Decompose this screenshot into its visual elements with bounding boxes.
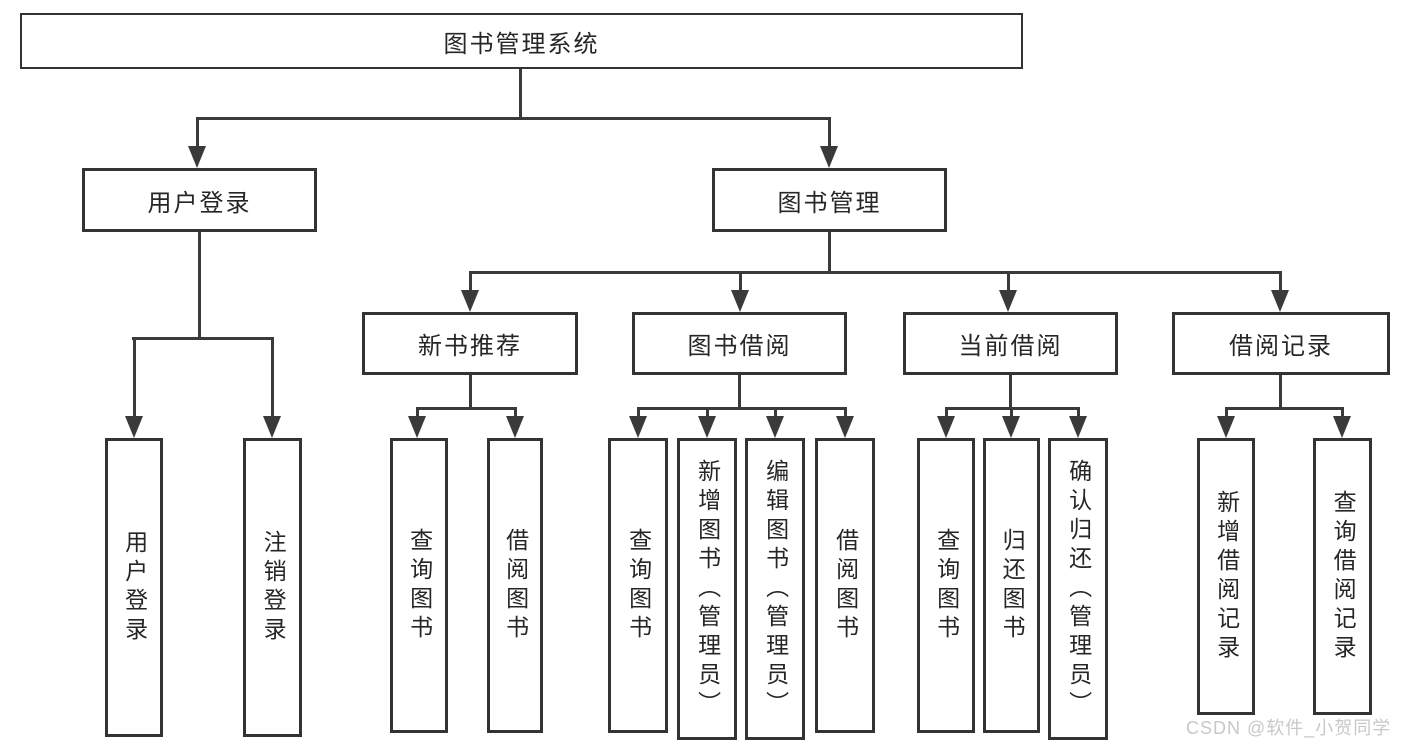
arrowhead-down-icon (1069, 416, 1087, 438)
leaf-label: 新增图书（管理员） (694, 458, 721, 720)
connector-hline (1225, 407, 1343, 410)
watermark: CSDN @软件_小贺同学 (1186, 718, 1392, 738)
connector-stem (1077, 407, 1080, 420)
connector-stem (196, 117, 199, 149)
connector-stem (637, 407, 640, 420)
arrowhead-down-icon (125, 416, 143, 438)
connector-stem (133, 337, 136, 417)
leaf-edit-books-admin: 编辑图书（管理员） (745, 438, 805, 740)
leaf-label: 查询图书 (406, 527, 433, 644)
connector-level1-hline (196, 117, 831, 120)
arrowhead-down-icon (629, 416, 647, 438)
connector-stem (1009, 374, 1012, 409)
arrowhead-down-icon (188, 146, 206, 168)
leaf-label: 查询借阅记录 (1330, 489, 1357, 664)
connector-stem (271, 337, 274, 417)
leaf-label: 注销登录 (260, 529, 287, 646)
leaf-query-books-recommend: 查询图书 (390, 438, 448, 733)
arrowhead-down-icon (836, 416, 854, 438)
connector-stem (1225, 407, 1228, 420)
node-label: 借阅记录 (1229, 333, 1333, 360)
node-book-management: 图书管理 (712, 168, 947, 232)
leaf-label: 新增借阅记录 (1213, 489, 1240, 664)
connector-hline (132, 337, 274, 340)
leaf-query-borrow-record: 查询借阅记录 (1313, 438, 1372, 715)
node-new-book-recommend: 新书推荐 (362, 312, 578, 375)
connector-stem (828, 117, 831, 149)
connector-stem (1279, 374, 1282, 409)
leaf-add-borrow-record: 新增借阅记录 (1197, 438, 1255, 715)
connector-hline (416, 407, 517, 410)
leaf-label: 借阅图书 (832, 527, 859, 644)
arrowhead-down-icon (408, 416, 426, 438)
leaf-logout: 注销登录 (243, 438, 302, 737)
connector-root-stem (519, 69, 522, 117)
node-label: 图书借阅 (687, 333, 792, 360)
leaf-label: 确认归还（管理员） (1065, 458, 1092, 720)
leaf-borrow-books: 借阅图书 (815, 438, 875, 733)
connector-stem (774, 407, 777, 420)
node-label: 图书管理 (777, 189, 882, 217)
arrowhead-down-icon (820, 146, 838, 168)
connector-stem (844, 407, 847, 420)
node-book-borrow: 图书借阅 (632, 312, 847, 375)
arrowhead-down-icon (766, 416, 784, 438)
connector-stem (1279, 271, 1282, 293)
leaf-label: 查询图书 (933, 527, 960, 644)
arrowhead-down-icon (1333, 416, 1351, 438)
arrowhead-down-icon (937, 416, 955, 438)
node-root-label: 图书管理系统 (443, 30, 600, 58)
arrowhead-down-icon (263, 416, 281, 438)
connector-stem (1341, 407, 1344, 420)
arrowhead-down-icon (731, 290, 749, 312)
arrowhead-down-icon (1002, 416, 1020, 438)
arrowhead-down-icon (461, 290, 479, 312)
leaf-query-books-current: 查询图书 (917, 438, 975, 733)
leaf-return-books: 归还图书 (983, 438, 1040, 733)
arrowhead-down-icon (506, 416, 524, 438)
leaf-label: 借阅图书 (502, 527, 529, 644)
connector-stem (416, 407, 419, 420)
leaf-add-books-admin: 新增图书（管理员） (677, 438, 737, 740)
connector-stem (198, 232, 201, 338)
connector-level2-hline (469, 271, 1282, 274)
connector-stem (945, 407, 948, 420)
leaf-confirm-return-admin: 确认归还（管理员） (1048, 438, 1108, 740)
arrowhead-down-icon (999, 290, 1017, 312)
leaf-label: 编辑图书（管理员） (762, 458, 789, 720)
node-root: 图书管理系统 (20, 13, 1023, 69)
connector-stem (706, 407, 709, 420)
leaf-label: 归还图书 (999, 527, 1026, 644)
leaf-label: 查询图书 (625, 527, 652, 644)
leaf-user-login: 用户登录 (105, 438, 163, 737)
connector-stem (469, 271, 472, 293)
connector-stem (739, 271, 742, 293)
connector-stem (514, 407, 517, 420)
node-label: 用户登录 (147, 189, 252, 217)
node-borrow-records: 借阅记录 (1172, 312, 1390, 375)
node-label: 新书推荐 (418, 333, 522, 360)
leaf-borrow-books-recommend: 借阅图书 (487, 438, 543, 733)
node-label: 当前借阅 (958, 333, 1063, 360)
arrowhead-down-icon (1271, 290, 1289, 312)
connector-stem (1010, 407, 1013, 420)
leaf-label: 用户登录 (121, 529, 148, 646)
connector-hline (637, 407, 846, 410)
connector-stem (828, 232, 831, 273)
node-user-login: 用户登录 (82, 168, 317, 232)
node-current-borrow: 当前借阅 (903, 312, 1118, 375)
connector-stem (1007, 271, 1010, 293)
arrowhead-down-icon (1217, 416, 1235, 438)
leaf-query-books-borrow: 查询图书 (608, 438, 668, 733)
connector-stem (469, 374, 472, 409)
connector-stem (738, 374, 741, 409)
arrowhead-down-icon (698, 416, 716, 438)
